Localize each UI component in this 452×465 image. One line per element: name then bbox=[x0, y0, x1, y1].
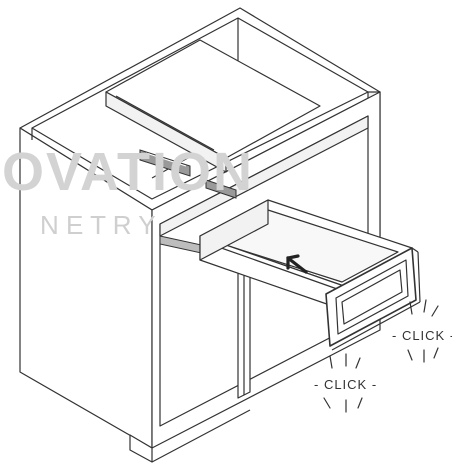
drawer-front-edge-right bbox=[417, 251, 421, 303]
watermark-sub: N E T R Y bbox=[40, 210, 156, 240]
watermark-main: OVATION bbox=[2, 142, 254, 202]
push-arrow-shaft bbox=[286, 256, 308, 274]
drawer-slide-left bbox=[139, 149, 237, 199]
drawer-front-inner bbox=[341, 269, 403, 325]
slide-rail-back bbox=[139, 149, 191, 177]
click-burst-lower-icon bbox=[323, 353, 363, 413]
pullout-drawer bbox=[199, 199, 421, 351]
click-label-upper: - CLICK - bbox=[392, 328, 452, 343]
slide-rail-front bbox=[205, 179, 237, 199]
drawer-box-back bbox=[199, 199, 269, 261]
rear-drawer-front bbox=[105, 91, 227, 173]
push-arrow-head bbox=[286, 254, 300, 270]
drawer-front-edge bbox=[411, 247, 419, 253]
click-callout-lower: - CLICK - bbox=[314, 353, 377, 413]
click-burst-upper-icon bbox=[407, 299, 439, 363]
drawer-side-inner bbox=[209, 243, 341, 291]
click-callout-upper: - CLICK - bbox=[392, 299, 452, 363]
upper-rail bbox=[159, 115, 369, 237]
slide-rail-detail bbox=[145, 152, 187, 167]
click-label-lower: - CLICK - bbox=[314, 377, 377, 392]
toe-kick-bottom bbox=[151, 409, 251, 463]
drawer-front-edge-bottom bbox=[331, 301, 421, 351]
push-arrow-icon bbox=[286, 254, 308, 274]
rear-drawer-inner bbox=[115, 95, 215, 151]
rear-drawer-box bbox=[105, 39, 321, 173]
